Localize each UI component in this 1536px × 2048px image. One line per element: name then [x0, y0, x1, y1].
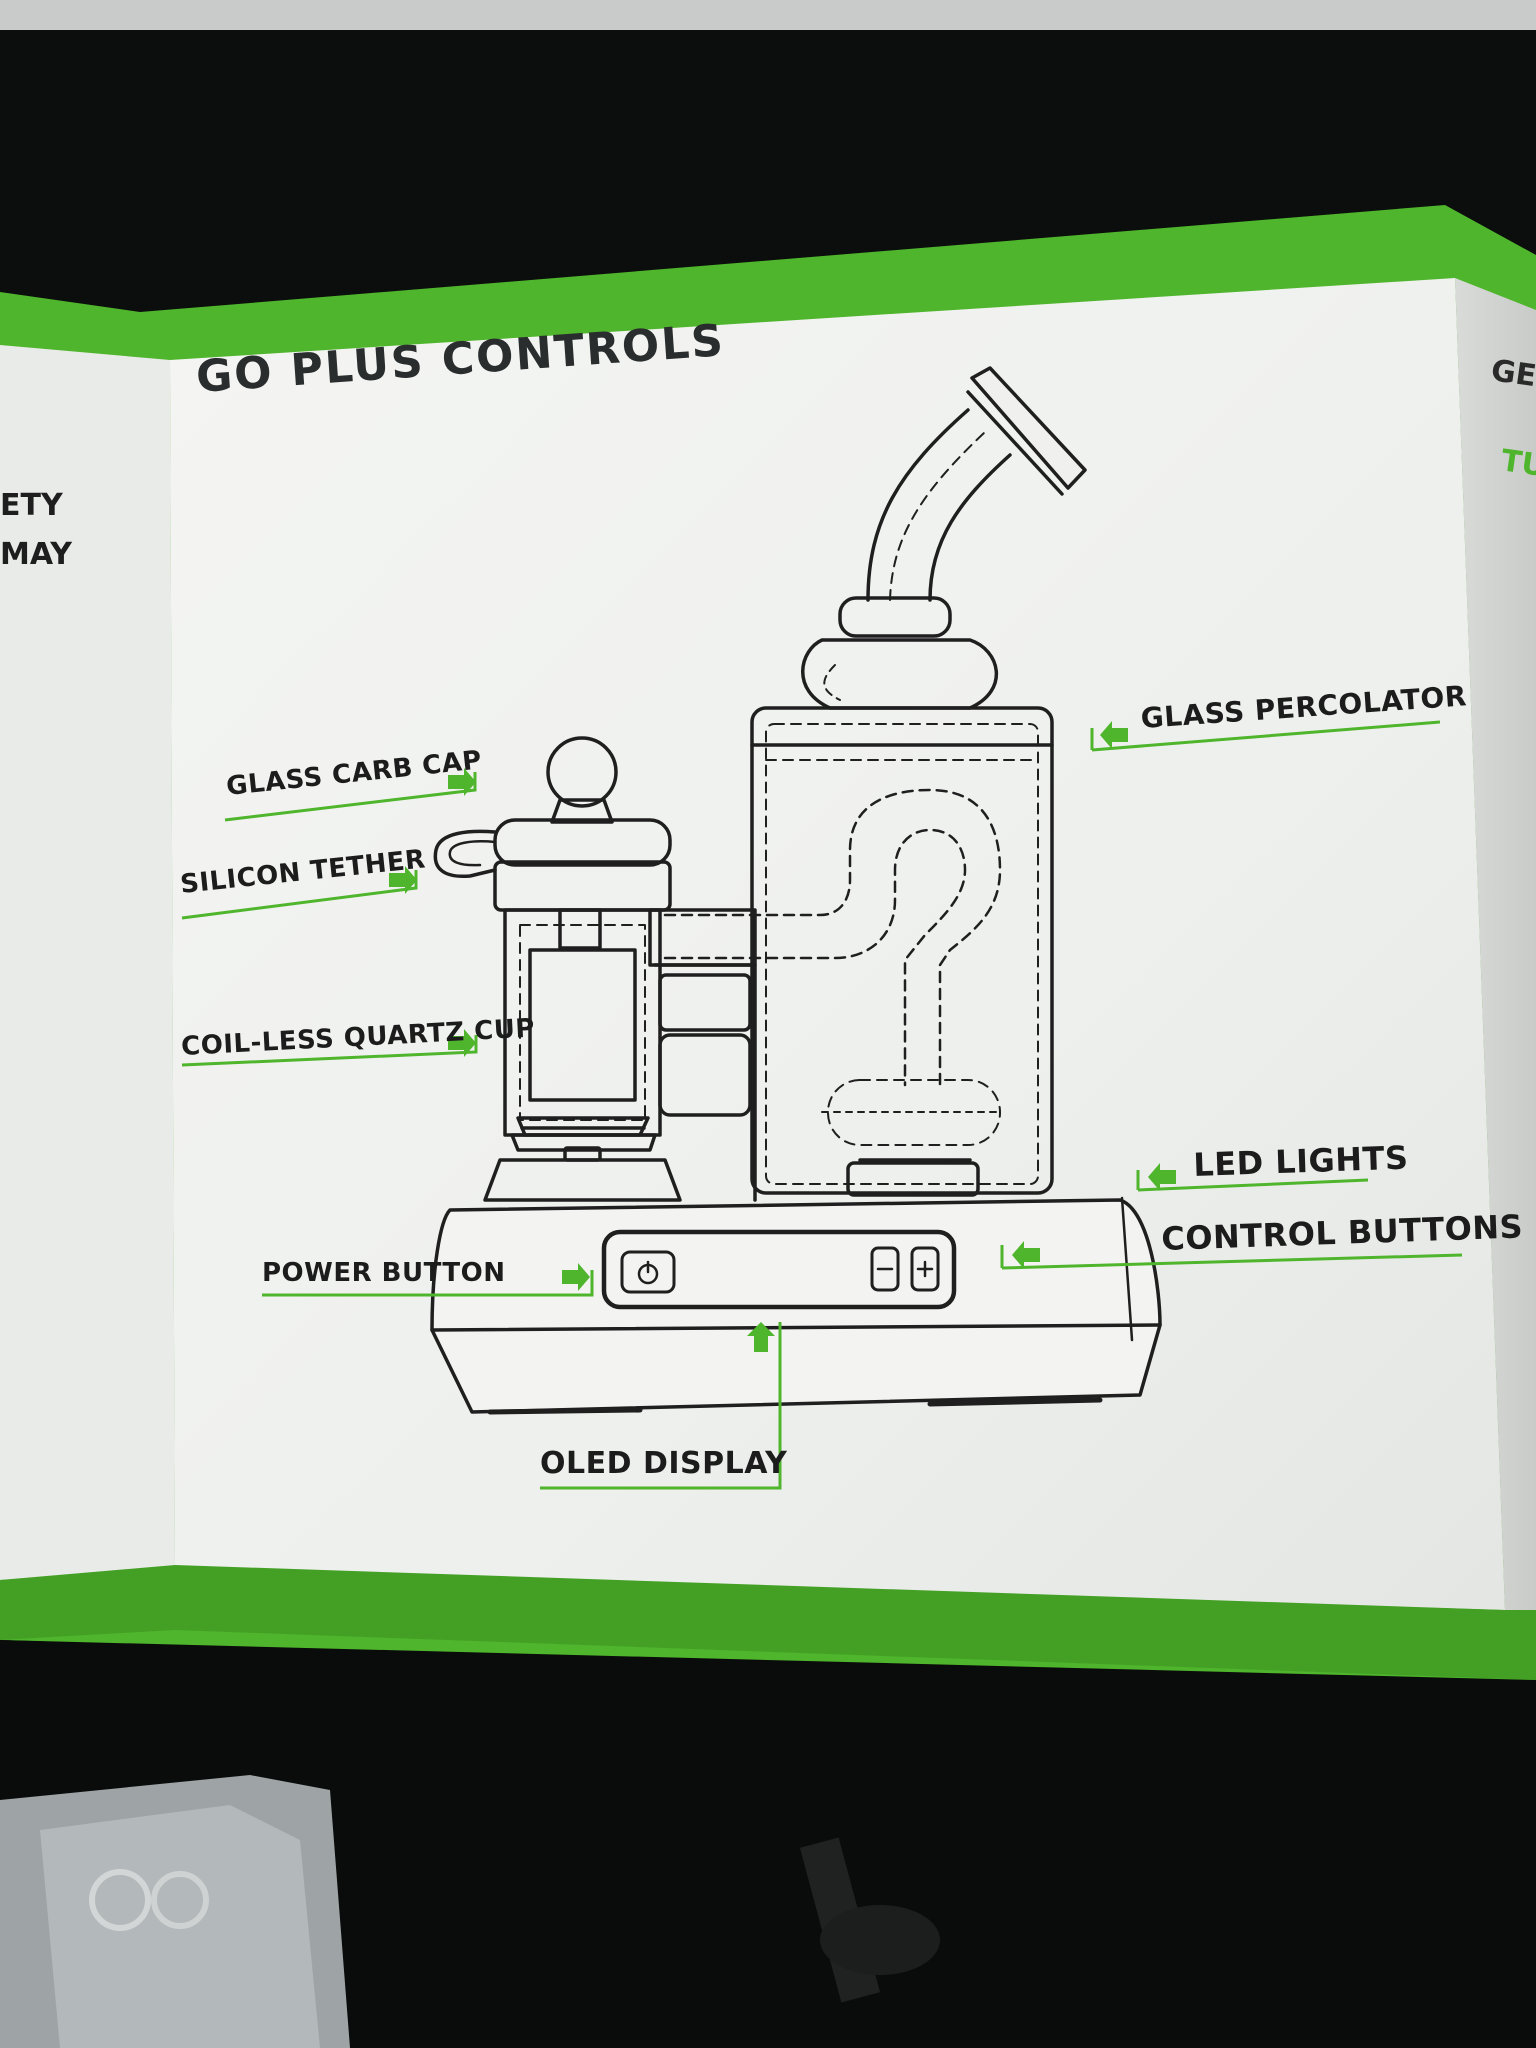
device-drawing — [430, 366, 1162, 1415]
dark-object — [799, 1837, 940, 2003]
label-oled-display: OLED DISPLAY — [540, 1446, 788, 1481]
callout-arrows — [389, 721, 1176, 1352]
left-page-fragment-1: ETY — [0, 488, 63, 523]
callout-lines — [181, 720, 1463, 1490]
main-page — [170, 278, 1505, 1610]
svg-text:TU: TU — [1499, 443, 1536, 484]
left-page-fragment-2: MAY — [0, 537, 72, 572]
label-led-lights: LED LIGHTS — [1192, 1138, 1410, 1184]
booklet-green-bottom — [0, 1565, 1536, 1680]
right-page — [1455, 278, 1536, 1640]
left-page — [0, 345, 175, 1580]
label-power-button: POWER BUTTON — [262, 1258, 506, 1288]
table-shadow — [0, 1640, 1536, 2048]
